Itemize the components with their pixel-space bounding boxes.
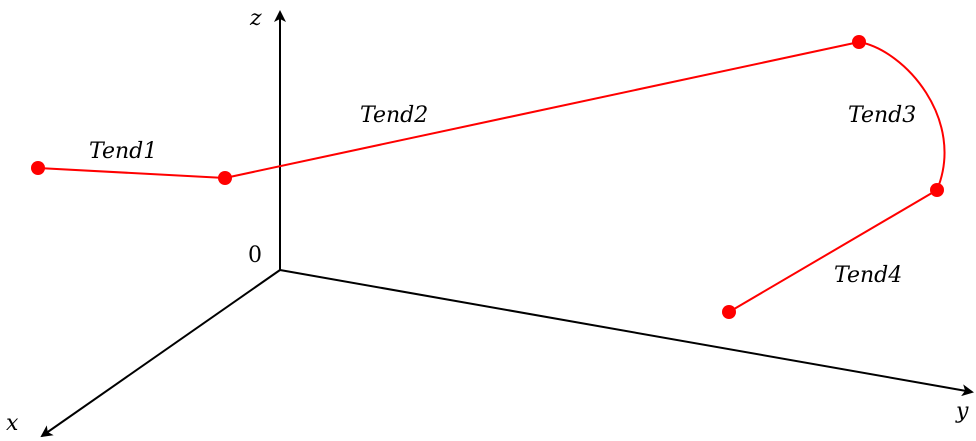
tendon-4-label: Tend4 — [834, 263, 902, 288]
tendon-1-label: Tend1 — [89, 139, 157, 164]
tendon-1-segment — [37, 167, 226, 179]
tendon-4-segment — [728, 189, 938, 313]
tendon-2-label: Tend2 — [360, 103, 428, 128]
tendon-node-2 — [218, 171, 232, 185]
tendon-3-label: Tend3 — [848, 103, 916, 128]
tendon-node-3 — [852, 35, 866, 49]
tendon-node-4 — [930, 183, 944, 197]
tendon-node-1 — [31, 161, 45, 175]
y-axis — [279, 269, 974, 397]
x-axis — [40, 269, 281, 438]
origin-label: 0 — [248, 243, 262, 268]
z-axis-label: z — [249, 6, 262, 31]
tendon-node-5 — [722, 305, 736, 319]
x-axis-label: x — [6, 411, 19, 436]
y-axis-label: y — [955, 399, 969, 424]
tendon-2-segment — [224, 41, 860, 179]
tendon-3-segment — [858, 41, 946, 191]
